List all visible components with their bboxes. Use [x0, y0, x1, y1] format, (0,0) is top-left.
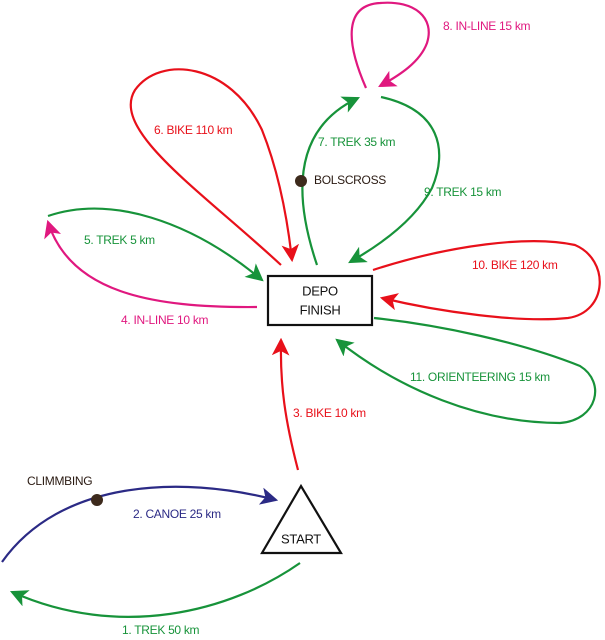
- leg-3-label: 3. BIKE 10 km: [293, 406, 366, 420]
- leg-3-bike-path: [271, 337, 300, 471]
- leg-6-label: 6. BIKE 110 km: [154, 123, 233, 137]
- leg-11-orienteering-path: [335, 316, 597, 425]
- leg-10-label: 10. BIKE 120 km: [472, 258, 558, 272]
- leg-9-trek-path: [348, 95, 441, 264]
- depo-finish-node: DEPO FINISH: [266, 274, 374, 327]
- leg-8-inline-path: [350, 1, 430, 89]
- leg-4-inline-path: [44, 219, 258, 309]
- depo-label: DEPO: [302, 283, 338, 298]
- leg-4-label: 4. IN-LINE 10 km: [121, 313, 209, 327]
- start-label: START: [281, 531, 321, 546]
- climbing-label: CLIMMBING: [27, 474, 92, 488]
- leg-2-label: 2. CANOE 25 km: [133, 507, 221, 521]
- finish-label: FINISH: [300, 302, 341, 317]
- leg-8-label: 8. IN-LINE 15 km: [443, 19, 531, 33]
- leg-5-label: 5. TREK 5 km: [84, 233, 155, 247]
- leg-6-bike-path: [129, 68, 300, 266]
- leg-11-label: 11. ORIENTEERING 15 km: [410, 370, 550, 384]
- leg-10-bike-path: [372, 240, 601, 321]
- leg-7-label: 7. TREK 35 km: [318, 135, 396, 149]
- leg-2-canoe-path: [1, 485, 279, 563]
- bolscross-label: BOLSCROSS: [314, 173, 386, 187]
- bolscross-checkpoint-dot: [295, 175, 307, 187]
- leg-1-label: 1. TREK 50 km: [122, 623, 200, 637]
- leg-7-trek-path: [301, 96, 360, 266]
- start-node: START: [260, 483, 343, 555]
- climbing-checkpoint-dot: [91, 494, 103, 506]
- leg-5-trek-path: [47, 207, 264, 282]
- leg-1-trek-path: [9, 562, 301, 618]
- leg-9-label: 9. TREK 15 km: [424, 185, 502, 199]
